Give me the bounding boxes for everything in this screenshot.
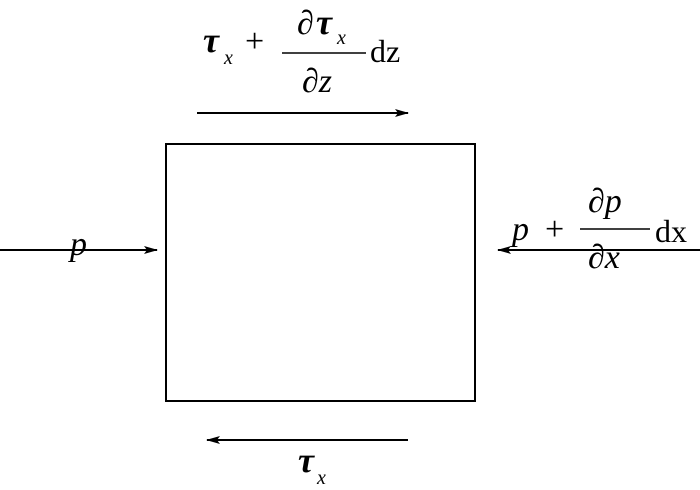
plus-sign: +: [245, 23, 264, 60]
top-shear-label: τ x + ∂ τ x ∂z dz: [203, 2, 400, 100]
subscript: x: [223, 47, 233, 69]
subscript: x: [316, 467, 326, 489]
fluid-element-box: [165, 143, 476, 402]
partial-symbol: ∂: [297, 5, 314, 42]
left-pressure-label: p: [68, 226, 87, 263]
tau-symbol: τ: [203, 20, 220, 60]
plus-sign: +: [545, 211, 564, 248]
subscript: x: [336, 27, 346, 49]
p-symbol: p: [510, 211, 529, 248]
denominator: ∂x: [588, 239, 620, 276]
tau-symbol: τ: [298, 440, 315, 480]
differential: dz: [370, 33, 400, 69]
bottom-shear-label: τ x: [298, 440, 326, 489]
tau-symbol: τ: [316, 2, 333, 42]
differential: dx: [655, 213, 687, 249]
denominator: ∂z: [302, 63, 332, 100]
right-pressure-label: p + ∂p ∂x dx: [510, 183, 687, 276]
numerator: ∂p: [588, 183, 622, 220]
